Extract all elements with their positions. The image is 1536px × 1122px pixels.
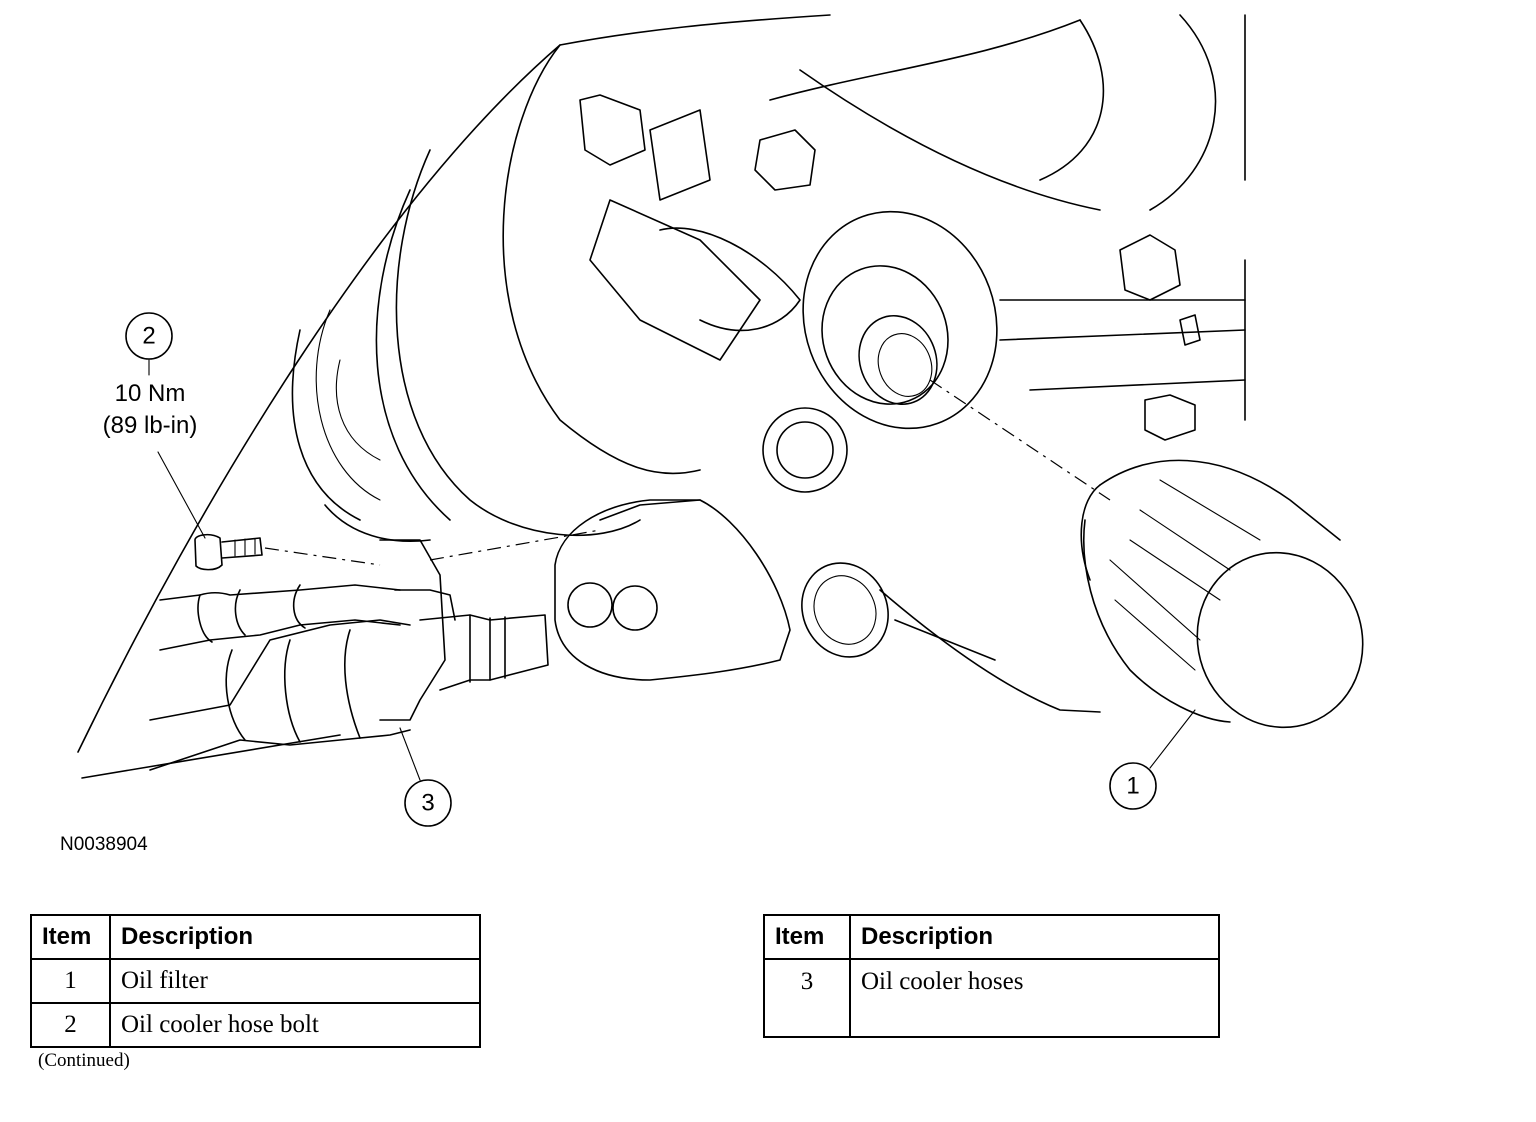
item-header: Item	[763, 914, 851, 960]
item-number: 2	[30, 1002, 111, 1048]
table-row: 2 Oil cooler hose bolt	[30, 1002, 481, 1048]
oil-filter-drawing	[1080, 459, 1364, 729]
engine-oil-cooler-illustration: 1 2 3	[77, 14, 1364, 827]
torque-spec: 10 Nm (89 lb-in)	[80, 378, 220, 442]
torque-spec-metric: 10 Nm	[114, 380, 186, 407]
table-header-row: Item Description	[30, 914, 481, 960]
item-number: 1	[30, 958, 111, 1004]
description-header: Description	[109, 914, 481, 960]
item-description: Oil cooler hose bolt	[109, 1002, 481, 1048]
continued-note: (Continued)	[38, 1050, 130, 1071]
item-header: Item	[30, 914, 111, 960]
legend-table-left: Item Description 1 Oil filter 2 Oil cool…	[30, 914, 481, 1048]
item-description: Oil filter	[109, 958, 481, 1004]
callout-2: 2	[125, 312, 173, 360]
legend-table-right: Item Description 3 Oil cooler hoses	[763, 914, 1220, 1038]
table-header-row: Item Description	[763, 914, 1220, 960]
table-row: 1 Oil filter	[30, 958, 481, 1004]
figure-id: N0038904	[60, 834, 148, 855]
callout-1-number: 1	[1126, 773, 1139, 800]
description-header: Description	[849, 914, 1220, 960]
item-number: 3	[763, 958, 851, 1038]
table-row: 3 Oil cooler hoses	[763, 958, 1220, 1038]
item-description: Oil cooler hoses	[849, 958, 1220, 1038]
callout-3-number: 3	[421, 790, 434, 817]
torque-spec-imperial: (89 lb-in)	[102, 412, 198, 439]
callout-1: 1	[1109, 762, 1157, 810]
callout-2-number: 2	[142, 323, 155, 350]
callout-3: 3	[404, 779, 452, 827]
